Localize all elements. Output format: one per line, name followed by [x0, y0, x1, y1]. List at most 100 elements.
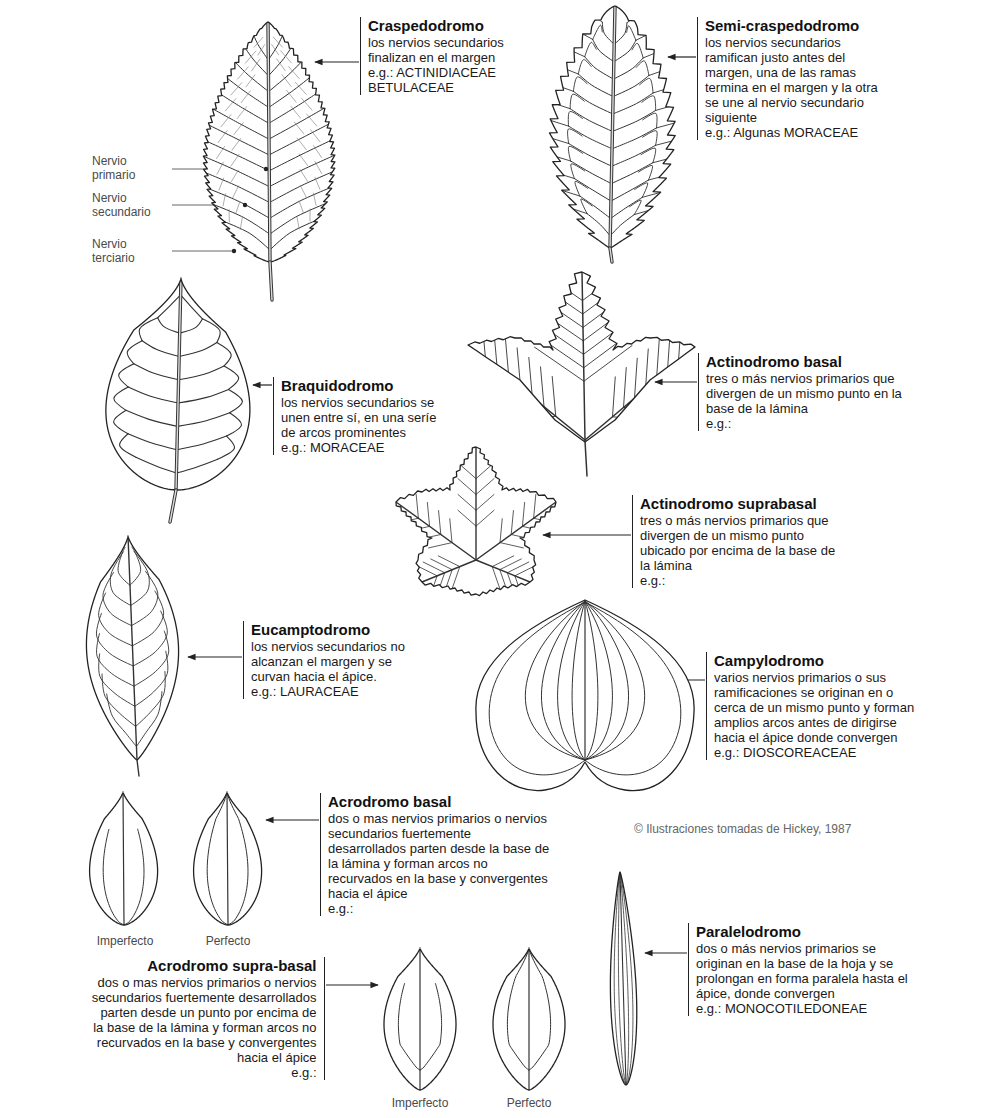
leaf-vein: [233, 186, 239, 198]
leaf-vein: [612, 110, 655, 131]
leaf-vein: [291, 106, 301, 118]
leaf-vein: [120, 434, 136, 458]
leaf-vein: [585, 347, 695, 440]
leaf-vein: [288, 67, 299, 79]
type-heading: Campylodromo: [714, 652, 919, 670]
brochidodromous-leaf: [106, 278, 250, 522]
pointer-arrow: [315, 61, 359, 62]
leaf-vein: [500, 519, 502, 543]
leader-line: [172, 251, 234, 252]
leaf-vein: [231, 58, 268, 91]
leaf-vein: [128, 387, 178, 403]
leaf-vein: [534, 494, 536, 518]
type-description: dos o más nervios primarios se originan …: [696, 941, 908, 1001]
leaf-vein: [217, 342, 231, 366]
type-description: los nervios secundarios no alcanzan el m…: [251, 639, 429, 684]
vein-label: Nervio primario: [92, 154, 167, 182]
leaf-vein: [236, 202, 240, 214]
leaf-vein: [313, 146, 321, 158]
leaf-vein: [297, 217, 299, 229]
example-families: e.g.: LAURACEAE: [251, 684, 429, 699]
leaf-vein: [135, 651, 168, 706]
leaf-vein: [568, 146, 582, 161]
leaf-vein: [570, 109, 612, 132]
leaf-vein: [130, 547, 141, 585]
leaf-vein: [245, 51, 256, 63]
leaf-vein: [227, 413, 242, 436]
campylodromous-leaf: [476, 600, 694, 791]
leaf-vein: [300, 170, 307, 182]
leaf-vein: [246, 75, 255, 87]
variant-label: Perfecto: [178, 934, 278, 948]
leaf-vein: [313, 193, 316, 205]
leaf-vein: [568, 129, 583, 144]
leaf-vein: [234, 123, 243, 135]
type-heading: Acrodromo supra-basal: [89, 957, 317, 975]
leaf-vein: [610, 248, 612, 262]
leaf-vein: [573, 91, 612, 114]
leaf-vein: [571, 50, 585, 56]
leaf-vein: [237, 107, 246, 119]
vein-label: Nervio secundario: [92, 191, 167, 219]
leaf-vein: [534, 293, 583, 327]
leaf-vein: [585, 601, 645, 760]
leaf-vein: [489, 602, 585, 775]
leaf-vein: [534, 334, 583, 368]
leaf-vein: [578, 74, 613, 97]
leaf-veins: [197, 22, 341, 262]
leaf-vein: [431, 559, 452, 570]
leaf-outline: [194, 792, 262, 925]
leaf-vein: [438, 556, 459, 567]
leaf-vein: [517, 348, 521, 388]
example-families: e.g.: Algunas MORACEAE: [705, 125, 895, 140]
leaf-vein: [562, 68, 578, 74]
variant-label: Imperfecto: [370, 1096, 470, 1110]
leaf-vein: [254, 37, 263, 47]
text-bracket: Actinodromo basaltres o más nervios prim…: [698, 353, 904, 431]
leaf-vein: [476, 560, 530, 582]
leaf-vein: [587, 214, 610, 236]
leaf-outline: [610, 872, 636, 1085]
leaf-vein: [203, 122, 270, 155]
leaf-veins: [548, 6, 678, 248]
leaf-vein: [585, 601, 598, 760]
leaf-vein: [269, 73, 315, 107]
leaf-vein: [420, 984, 442, 1071]
leaf-vein: [123, 792, 124, 925]
leaf-vein: [273, 37, 282, 47]
text-bracket: Actinodromo suprabasaltres o más nervios…: [632, 495, 838, 588]
leaf-outline: [106, 278, 250, 490]
type-heading: Actinodromo suprabasal: [640, 495, 838, 513]
leaf-vein: [134, 631, 169, 686]
leaf-vein: [158, 318, 180, 333]
leaf-vein: [574, 179, 611, 202]
leaf-vein: [611, 180, 648, 201]
pointer-arrow: [645, 952, 687, 953]
leaf-vein: [176, 459, 217, 473]
leaf-vein: [103, 572, 132, 625]
leaf-vein: [583, 278, 631, 314]
leaf-vein: [231, 154, 239, 166]
type-heading: Paralelodromo: [696, 923, 908, 941]
text-bracket: Acrodromo basaldos o mas nervios primari…: [320, 793, 550, 916]
leaf-vein: [269, 58, 306, 92]
leaf-vein: [638, 165, 652, 180]
leaf-vein: [642, 131, 657, 146]
pointer-arrow: [253, 384, 272, 385]
leaf-blade: [549, 6, 675, 248]
leaf-outline: [468, 272, 695, 442]
example-families: e.g.:: [89, 1065, 317, 1080]
leaf-vein: [396, 502, 476, 560]
pointer-arrow: [266, 819, 319, 820]
leaf-vein: [214, 90, 269, 123]
acrodromous-basal-leaf: [90, 792, 158, 925]
leaf-vein: [583, 265, 631, 301]
type-description: los nervios secundarios ramifican justo …: [705, 35, 895, 125]
leaf-vein: [218, 130, 227, 142]
leaf-blade: [384, 948, 456, 1090]
leaf-vein: [126, 410, 177, 426]
leaf-vein: [610, 6, 615, 248]
acrodromous-suprabasal-leaf: [493, 948, 565, 1090]
leaf-vein: [277, 59, 286, 71]
leaf-outline: [86, 536, 178, 760]
